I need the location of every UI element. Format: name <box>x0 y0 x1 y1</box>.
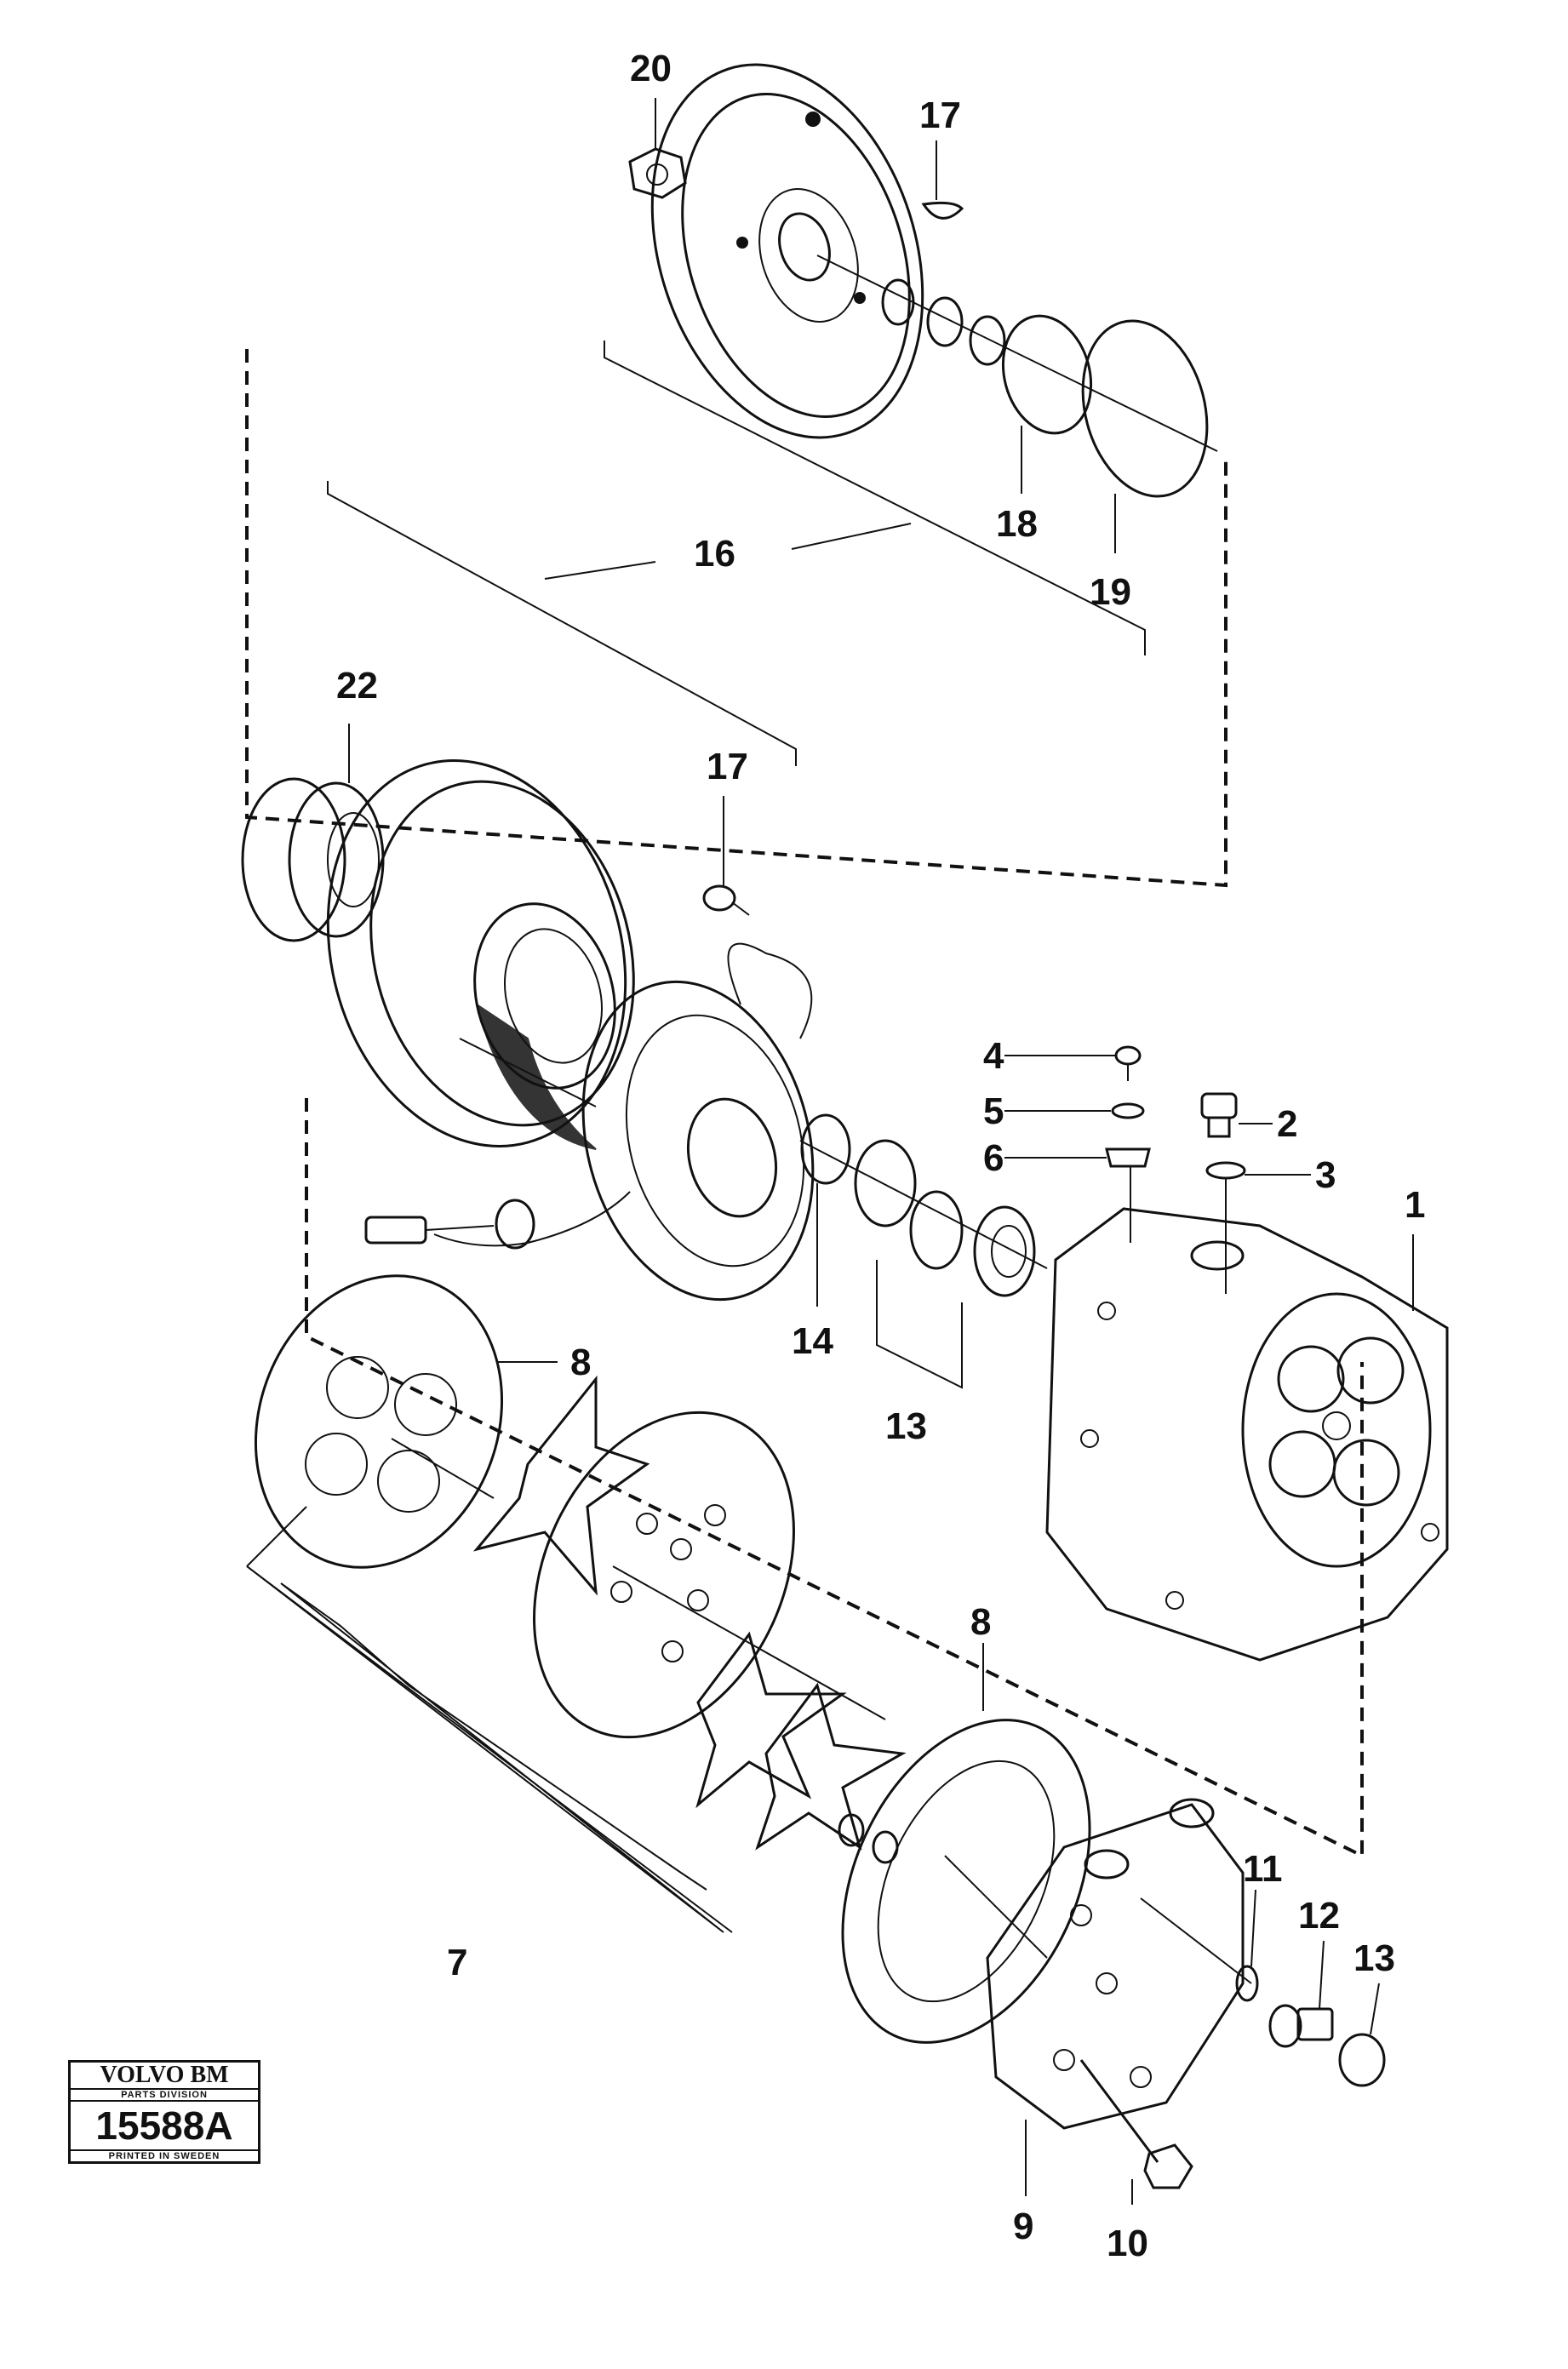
callout-10: 10 <box>1107 2223 1148 2264</box>
callout-15: 14 <box>792 1320 833 1362</box>
callout-3: 3 <box>1315 1154 1336 1196</box>
callout-4: 4 <box>983 1035 1004 1077</box>
washer-small <box>838 1813 865 1847</box>
callout-18: 17 <box>919 94 961 136</box>
gasket-8-bottom <box>841 1719 1091 2044</box>
gasket-8-top <box>254 1274 504 1569</box>
o-ring-11 <box>1235 1965 1259 2002</box>
bracket-top <box>604 340 1146 655</box>
washer-5 <box>1111 1102 1145 1119</box>
bolt-10 <box>1079 2059 1193 2189</box>
stamp-division: PARTS DIVISION <box>71 2090 258 2102</box>
callout-1: 1 <box>1405 1184 1425 1226</box>
circlip-20 <box>1081 319 1209 498</box>
leader-lines <box>348 98 1414 2205</box>
lead-connector <box>364 1199 535 1250</box>
callout-21: 20 <box>630 48 672 89</box>
circlip-15 <box>800 1113 851 1185</box>
callout-9: 9 <box>1013 2206 1033 2247</box>
callout-6: 6 <box>983 1137 1004 1179</box>
dashed-group-outline-2 <box>305 1098 1364 1859</box>
service-valve-12 <box>1268 2004 1334 2048</box>
callout-12: 12 <box>1298 1895 1340 1937</box>
valve-plate <box>533 1411 795 1739</box>
reed-valve <box>472 1375 650 1596</box>
callout-13: 13 <box>1353 1937 1395 1979</box>
callout-8-top: 8 <box>570 1342 591 1383</box>
callout-2: 2 <box>1277 1103 1297 1145</box>
callout-14: 13 <box>885 1405 927 1447</box>
callout-8-bottom: 8 <box>970 1601 991 1643</box>
o-ring-3 <box>1205 1161 1246 1180</box>
compressor-body-1 <box>1045 1207 1449 1662</box>
dashed-group-outline-1 <box>245 349 1228 888</box>
field-coil <box>433 942 815 1302</box>
callout-17: 17 <box>707 746 748 787</box>
bracket-16 <box>327 481 797 766</box>
screw-4 <box>1114 1045 1142 1081</box>
reed-valve-lower <box>695 1631 907 1851</box>
circlip-19 <box>1001 314 1093 435</box>
key-18 <box>921 201 964 220</box>
bracket-7 <box>246 1565 724 1933</box>
clip-6 <box>1105 1147 1151 1168</box>
volvo-bm-stamp: VOLVO BM PARTS DIVISION 15588A PRINTED I… <box>68 2060 260 2164</box>
callout-22: 22 <box>336 665 378 707</box>
callout-5: 5 <box>983 1090 1004 1132</box>
pulley <box>326 759 635 1150</box>
pulley-bearing-22 <box>241 777 385 942</box>
plug-2 <box>1200 1092 1238 1138</box>
callout-11: 11 <box>1243 1848 1283 1890</box>
shims <box>881 278 1006 366</box>
callout-20: 19 <box>1090 571 1131 613</box>
stamp-printed: PRINTED IN SWEDEN <box>108 2151 220 2161</box>
stamp-brand: VOLVO BM <box>71 2063 258 2090</box>
callout-7: 7 <box>447 1942 467 1983</box>
seal-assembly-14 <box>854 1139 1036 1297</box>
cap-13 <box>1338 2033 1386 2087</box>
bracket-14 <box>876 1260 963 1389</box>
screw-17 <box>702 884 750 916</box>
callout-19: 18 <box>996 503 1038 545</box>
callout-16: 16 <box>694 533 735 575</box>
front-plate-assembly <box>650 63 1218 452</box>
rear-head-9 <box>986 1798 1245 2130</box>
stamp-drawing-number: 15588A <box>71 2102 258 2151</box>
